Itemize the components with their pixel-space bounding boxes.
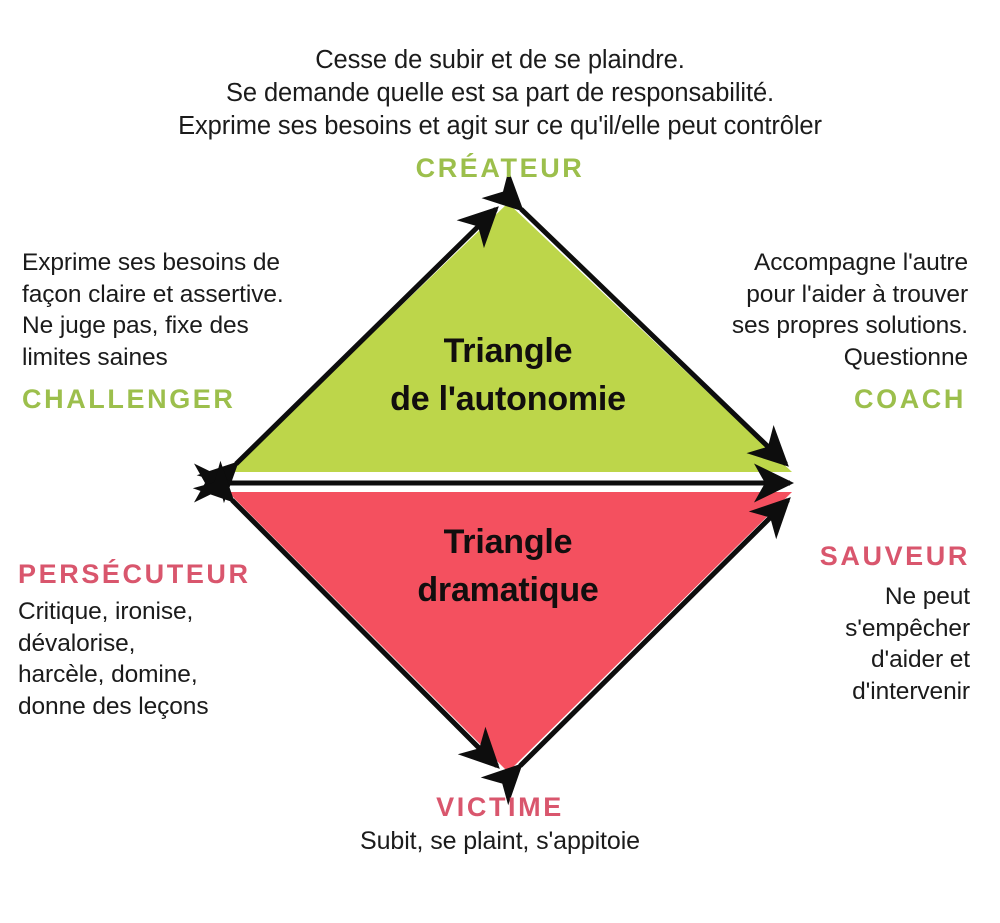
coach-description: Accompagne l'autre pour l'aider à trouve… (588, 247, 968, 373)
upper-triangle-title-line-2: de l'autonomie (390, 380, 626, 418)
persecuteur-description-line-4: donne des leçons (18, 692, 209, 720)
role-label-createur: CRÉATEUR (415, 153, 585, 183)
upper-triangle-title: Triangle de l'autonomie (280, 327, 736, 423)
lower-triangle-title-line-2: dramatique (417, 571, 599, 609)
persecuteur-description-line-2: dévalorise, (18, 629, 136, 657)
coach-description-line-4: Questionne (843, 343, 968, 371)
coach-description-line-3: ses propres solutions. (731, 312, 968, 339)
coach-description-line-1: Accompagne l'autre (754, 249, 968, 276)
sauveur-description-line-2: s'empêcher (845, 614, 970, 642)
top-description: Cesse de subir et de se plaindre. Se dem… (0, 44, 1000, 143)
top-description-line-3: Exprime ses besoins et agit sur ce qu'il… (178, 112, 822, 140)
persecuteur-description-line-1: Critique, ironise, (18, 598, 194, 625)
lower-triangle-title: Triangle dramatique (280, 518, 736, 614)
sauveur-description-line-1: Ne peut (884, 583, 970, 610)
sauveur-description-line-3: d'aider et (870, 646, 970, 673)
challenger-description-line-3: Ne juge pas, fixe des (22, 312, 249, 339)
victime-description: Subit, se plaint, s'appitoie (360, 827, 640, 855)
role-label-persecuteur: PERSÉCUTEUR (18, 559, 251, 589)
challenger-description-line-2: façon claire et assertive. (22, 280, 284, 308)
persecuteur-description-line-3: harcèle, domine, (18, 661, 198, 688)
challenger-description: Exprime ses besoins de façon claire et a… (22, 247, 402, 373)
role-label-challenger: CHALLENGER (22, 384, 236, 414)
top-description-line-2: Se demande quelle est sa part de respons… (225, 79, 775, 107)
challenger-description-line-1: Exprime ses besoins de (22, 249, 280, 276)
sauveur-description: Ne peut s'empêcher d'aider et d'interven… (650, 581, 970, 707)
lower-triangle-title-line-1: Triangle (443, 523, 573, 561)
role-label-coach: COACH (854, 384, 966, 414)
challenger-description-line-4: limites saines (22, 343, 168, 371)
coach-description-line-2: pour l'aider à trouver (746, 280, 968, 308)
role-label-sauveur: SAUVEUR (819, 541, 970, 571)
persecuteur-description: Critique, ironise, dévalorise, harcèle, … (18, 596, 348, 722)
upper-triangle-title-line-1: Triangle (443, 332, 573, 370)
role-label-victime: VICTIME (436, 792, 564, 822)
sauveur-description-line-4: d'intervenir (852, 677, 970, 705)
top-description-line-1: Cesse de subir et de se plaindre. (315, 46, 685, 74)
